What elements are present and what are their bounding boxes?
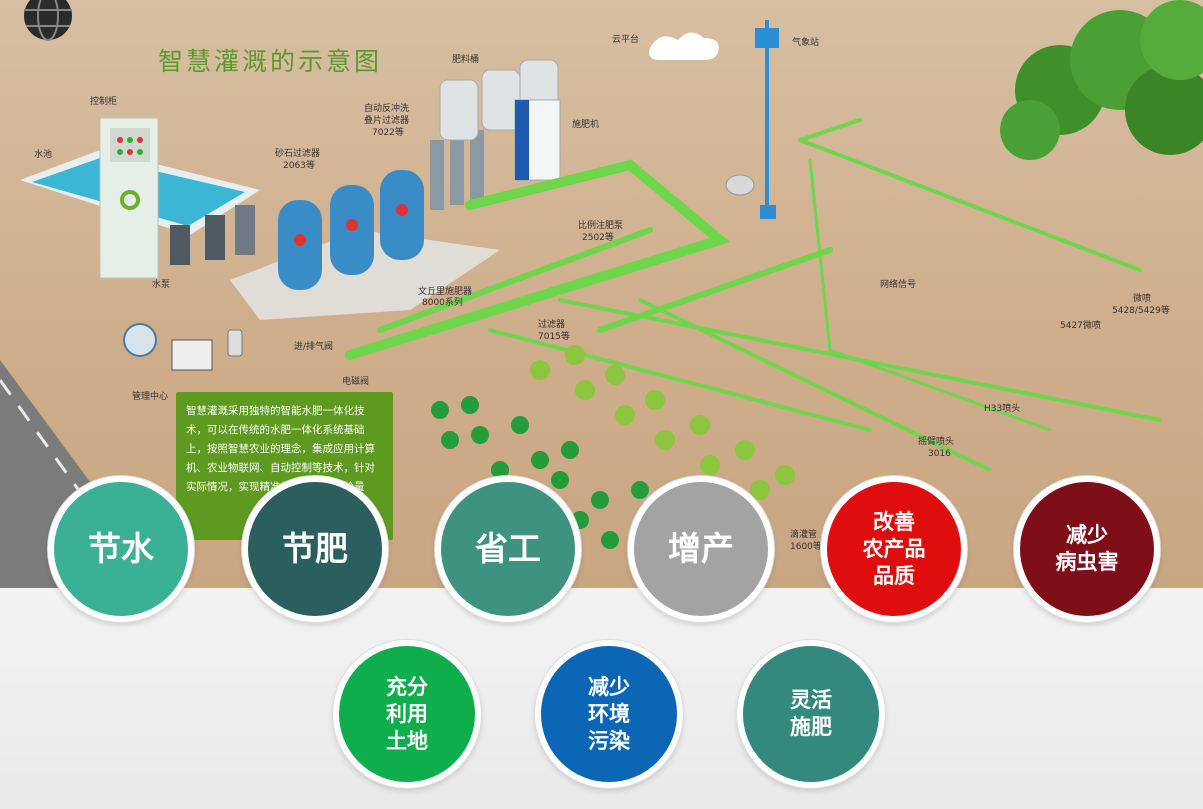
control-cabinet xyxy=(99,117,159,279)
benefit-labor-text: 省工 xyxy=(475,529,541,568)
label-cloud: 云平台 xyxy=(612,35,640,45)
label-fert-barrel: 肥料桶 xyxy=(452,55,480,65)
label-micro-model: 5428/5429等 xyxy=(1112,306,1170,316)
label-filter: 过滤器 xyxy=(538,320,566,330)
irrigation-diagram: 智慧灌溉的示意图 控制柜 水池 水泵 管理中心 砂石过滤器 2063等 自动反冲… xyxy=(0,0,1203,590)
benefit-land-text: 充分 利用 土地 xyxy=(386,674,428,753)
satellite-dish xyxy=(725,174,755,196)
diagram-title: 智慧灌溉的示意图 xyxy=(158,47,383,76)
benefit-yield-text: 增产 xyxy=(668,529,734,568)
label-control-cabinet: 控制柜 xyxy=(90,97,118,107)
label-backwash: 自动反冲洗 xyxy=(364,104,410,114)
label-pool: 水池 xyxy=(34,150,53,160)
fruit-trees xyxy=(530,345,795,500)
cloud-icon xyxy=(649,32,719,60)
management-icons xyxy=(123,323,243,371)
benefit-fertilizer-text: 节肥 xyxy=(282,529,348,568)
label-pump: 水泵 xyxy=(152,280,171,290)
benefit-pollution: 减少 环境 污染 xyxy=(535,640,683,788)
benefit-pollution-text: 减少 环境 污染 xyxy=(588,674,630,753)
benefit-fertilizer: 节肥 xyxy=(242,476,388,622)
label-air-valve: 进/排气阀 xyxy=(294,342,334,352)
weather-station xyxy=(755,20,779,219)
label-drip-pipe: 滴灌管 xyxy=(790,530,818,540)
label-micro-sprinkler: 微喷 xyxy=(1133,294,1152,304)
label-weather: 气象站 xyxy=(792,38,820,48)
pumps xyxy=(170,205,255,265)
label-disc-model: 7022等 xyxy=(372,128,404,138)
label-sand-filter-model: 2063等 xyxy=(283,161,315,171)
label-drip-pipe-model: 1600等 xyxy=(790,542,822,552)
pipes xyxy=(345,118,1162,472)
sand-filter-tanks xyxy=(278,170,424,290)
label-venturi-model: 8000系列 xyxy=(422,298,463,308)
label-venturi: 文丘里施肥器 xyxy=(418,287,473,297)
label-disc-filter: 叠片过滤器 xyxy=(364,116,410,126)
benefit-flexible: 灵活 施肥 xyxy=(737,640,885,788)
label-filter-model: 7015等 xyxy=(538,332,570,342)
benefit-quality: 改善 农产品 品质 xyxy=(821,476,967,622)
disc-filters xyxy=(430,130,484,210)
label-micro-5427: 5427微喷 xyxy=(1060,321,1101,331)
fertilizer-machine xyxy=(514,99,561,181)
label-fertilizer-machine: 施肥机 xyxy=(572,120,600,130)
benefit-yield: 增产 xyxy=(628,476,774,622)
label-ratio-model: 2502等 xyxy=(582,233,614,243)
benefit-pests-text: 减少 病虫害 xyxy=(1055,523,1119,574)
label-network: 网络信号 xyxy=(880,280,917,290)
label-management: 管理中心 xyxy=(132,392,169,402)
benefit-quality-text: 改善 农产品 品质 xyxy=(862,509,926,588)
road-marking xyxy=(0,379,152,590)
forest xyxy=(1000,0,1203,160)
benefit-labor: 省工 xyxy=(435,476,581,622)
benefit-flexible-text: 灵活 施肥 xyxy=(790,688,832,739)
benefit-pests: 减少 病虫害 xyxy=(1014,476,1160,622)
label-drip-model: 3016 xyxy=(928,449,951,459)
label-sand-filter: 砂石过滤器 xyxy=(275,149,321,159)
label-solenoid: 电磁阀 xyxy=(342,377,370,387)
benefit-water: 节水 xyxy=(48,476,194,622)
equipment-platform xyxy=(230,230,500,320)
globe-icon xyxy=(24,0,72,41)
benefit-water-text: 节水 xyxy=(88,529,154,568)
label-ratio-pump: 比例注肥泵 xyxy=(578,221,624,231)
label-drip-sprinkler: 摇臂喷头 xyxy=(918,437,955,447)
benefit-land: 充分 利用 土地 xyxy=(333,640,481,788)
label-h33: H33喷头 xyxy=(984,404,1021,414)
